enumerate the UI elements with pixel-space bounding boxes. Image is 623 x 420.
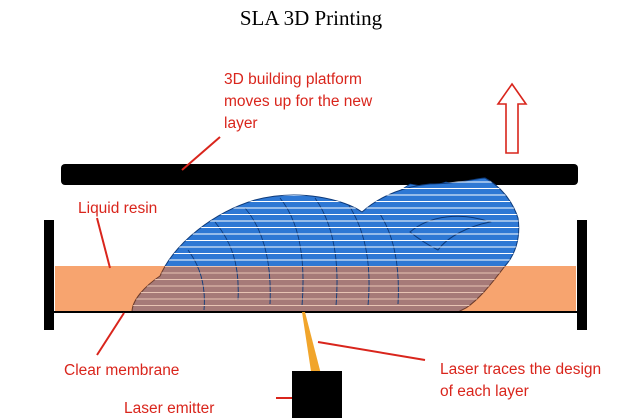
laser-beam: [302, 312, 322, 378]
resin-leader-line: [96, 217, 111, 269]
printed-model: [131, 177, 520, 313]
model-body-submerged: [131, 266, 506, 313]
up-arrow-icon: [496, 82, 528, 154]
building-platform: [61, 164, 578, 185]
laser-traces-label: Laser traces the design of each layer: [440, 361, 605, 400]
laser-emitter-box: [292, 371, 342, 418]
membrane-leader-line: [96, 312, 125, 356]
membrane-label: Clear membrane: [64, 362, 179, 379]
laser-traces-leader-line: [317, 341, 426, 361]
leader-lines: [96, 136, 426, 399]
vat-right-wall: [577, 220, 587, 330]
vat-left-wall: [44, 220, 54, 330]
emitter-label: Laser emitter: [124, 400, 214, 417]
diagram-title: SLA 3D Printing: [240, 6, 383, 30]
platform-leader-line: [181, 136, 221, 171]
platform-label: 3D building platform moves up for the ne…: [224, 71, 377, 132]
model-inner-wing: [409, 215, 492, 251]
labels: 3D building platform moves up for the ne…: [64, 71, 605, 417]
resin-label: Liquid resin: [78, 200, 157, 217]
model-layer-lines: [132, 181, 519, 307]
